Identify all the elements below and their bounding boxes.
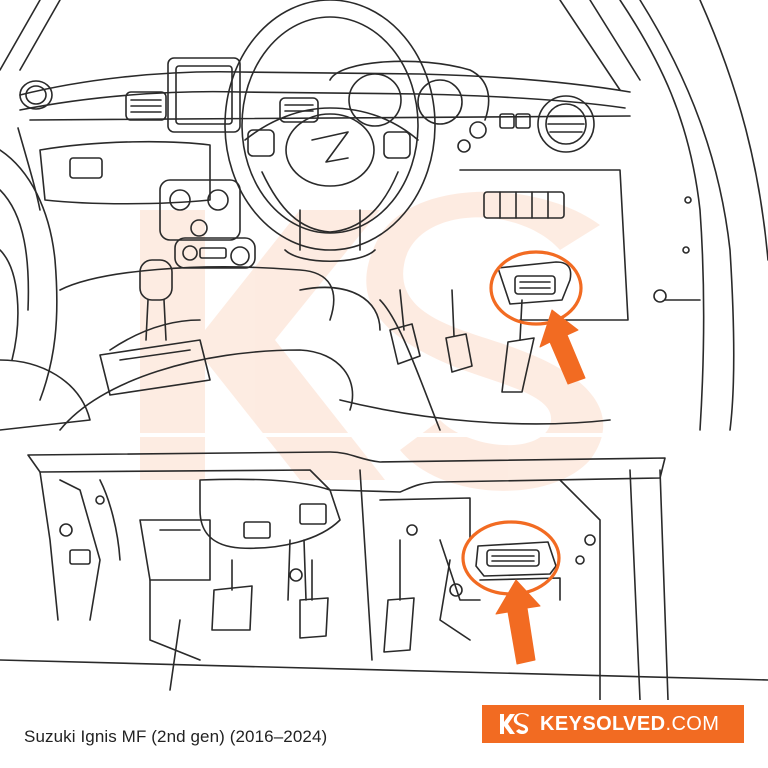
obd-location-illustration xyxy=(0,0,768,700)
scene-divider xyxy=(0,433,768,437)
bottom-obd-highlight xyxy=(461,520,561,665)
underdash-scene xyxy=(0,451,768,700)
vehicle-caption: Suzuki Ignis MF (2nd gen) (2016–2024) xyxy=(24,727,328,746)
brand-name: KEYSOLVED.COM xyxy=(540,713,719,736)
brand-tld: .COM xyxy=(665,712,720,735)
keysolved-brand-badge[interactable]: KEYSOLVED.COM xyxy=(482,705,744,743)
ks-logo-icon xyxy=(500,713,529,735)
dashboard-scene xyxy=(0,0,768,431)
brand-name-text: KEYSOLVED xyxy=(540,712,666,735)
top-obd-highlight xyxy=(489,250,586,385)
